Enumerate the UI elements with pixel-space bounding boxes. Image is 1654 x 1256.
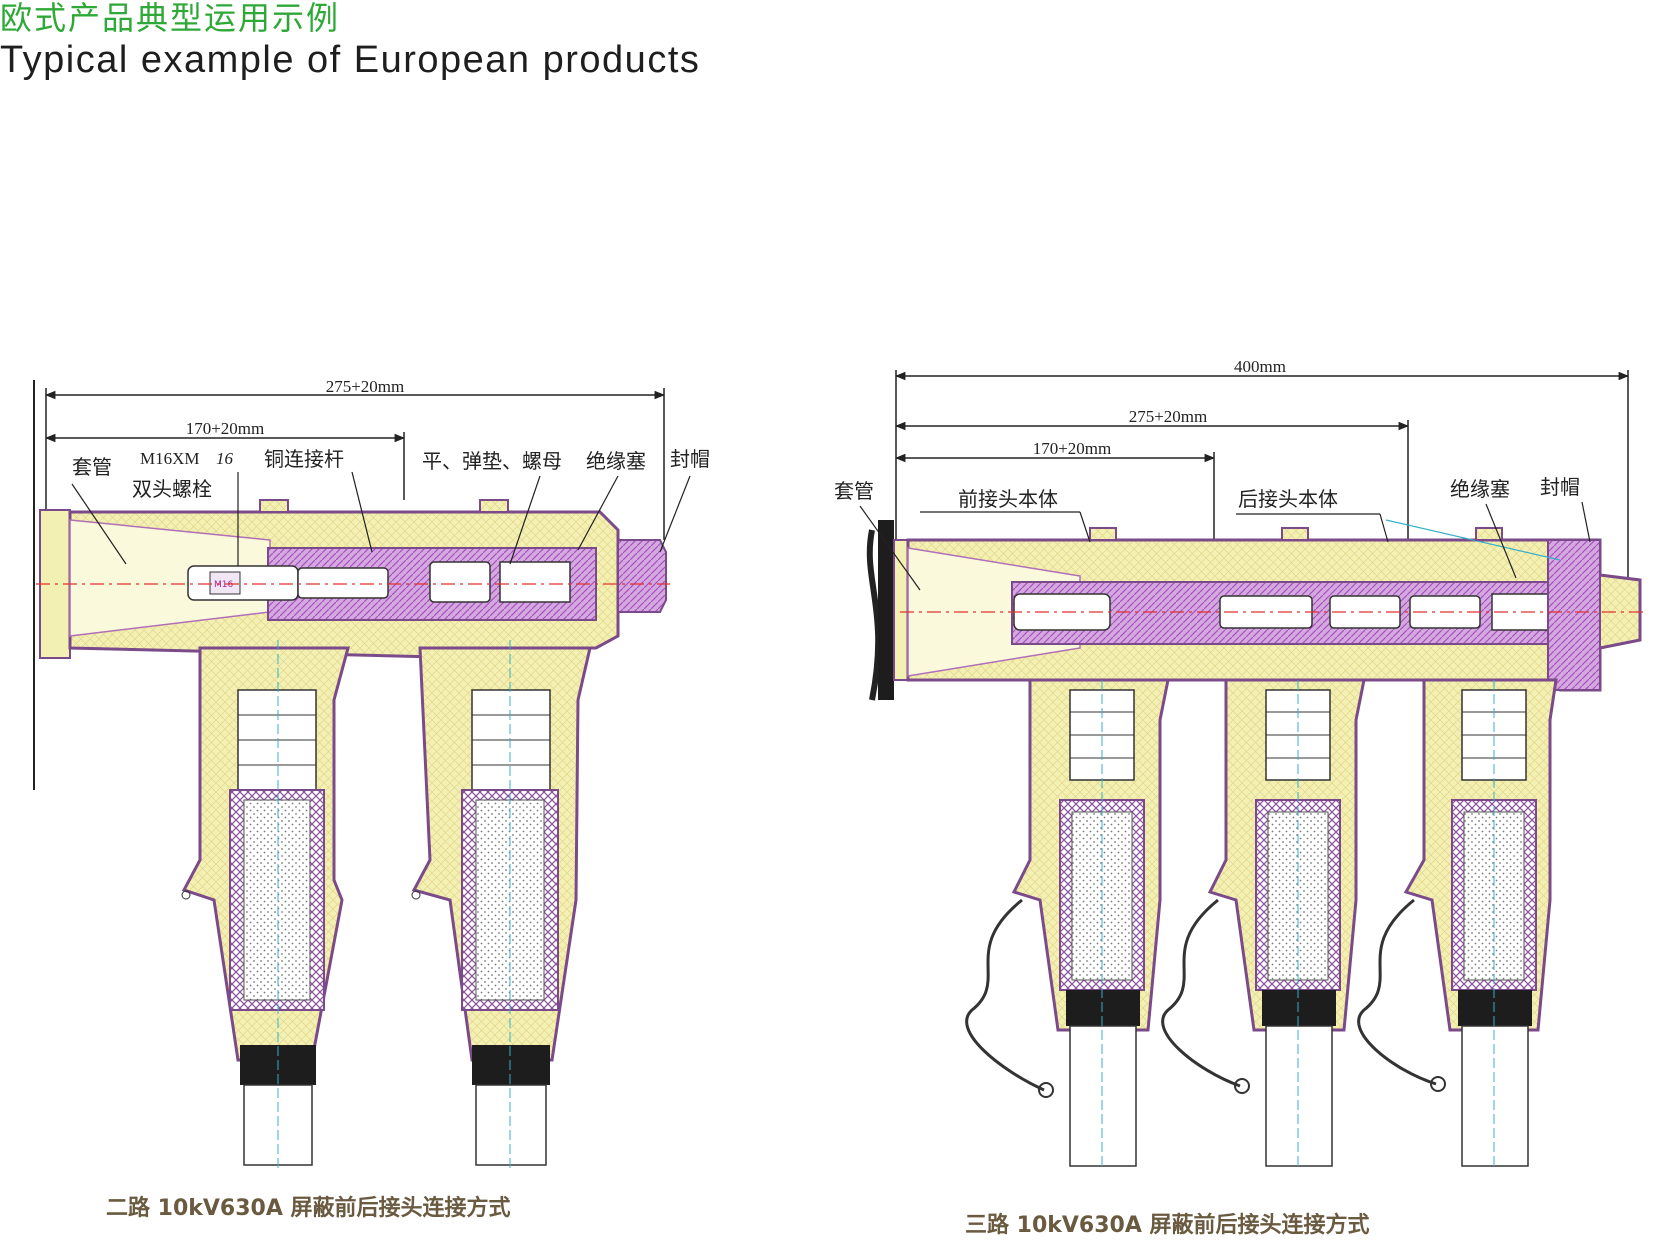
leg-2-three-way	[1161, 678, 1366, 1170]
leg-1-two-way	[181, 640, 350, 1170]
label-insulating-plug-two-way: 绝缘塞	[586, 449, 646, 473]
two-way-connector-diagram: 275+20mm 170+20mm M16	[33, 377, 710, 1221]
page-title-en: Typical example of European products	[0, 39, 701, 81]
label-insulating-plug-three-way: 绝缘塞	[1450, 477, 1510, 501]
label-end-cap-three-way: 封帽	[1540, 475, 1580, 499]
dim-overall-two-way: 275+20mm	[326, 377, 405, 396]
label-end-cap-two-way: 封帽	[670, 447, 710, 471]
page-title-cn: 欧式产品典型运用示例	[0, 0, 341, 37]
label-bushing-two-way: 套管	[72, 455, 112, 479]
caption-three-way: 三路 10kV630A 屏蔽前后接头连接方式	[965, 1212, 1370, 1238]
dim-second-three-way: 275+20mm	[1129, 407, 1208, 426]
label-double-end-stud: 双头螺栓	[132, 477, 212, 501]
caption-two-way: 二路 10kV630A 屏蔽前后接头连接方式	[106, 1195, 511, 1221]
stud-marking: M16	[214, 580, 233, 590]
label-stud-spec: M16XM	[140, 449, 200, 468]
three-way-connector-diagram: 400mm 275+20mm 170+20mm	[834, 357, 1645, 1238]
dim-overall-three-way: 400mm	[1234, 357, 1286, 376]
label-copper-rod: 铜连接杆	[264, 447, 344, 471]
label-front-body: 前接头本体	[958, 487, 1058, 511]
leg-3-three-way	[1357, 678, 1558, 1170]
dim-first-three-way: 170+20mm	[1033, 439, 1112, 458]
leg-1-three-way	[965, 678, 1170, 1170]
label-rear-body: 后接头本体	[1238, 487, 1338, 511]
label-stud-spec-handwritten: 16	[216, 449, 234, 468]
label-washers-nut: 平、弹垫、螺母	[422, 449, 562, 473]
dim-first-two-way: 170+20mm	[186, 419, 265, 438]
label-bushing-three-way: 套管	[834, 479, 874, 503]
leg-2-two-way	[411, 640, 592, 1170]
